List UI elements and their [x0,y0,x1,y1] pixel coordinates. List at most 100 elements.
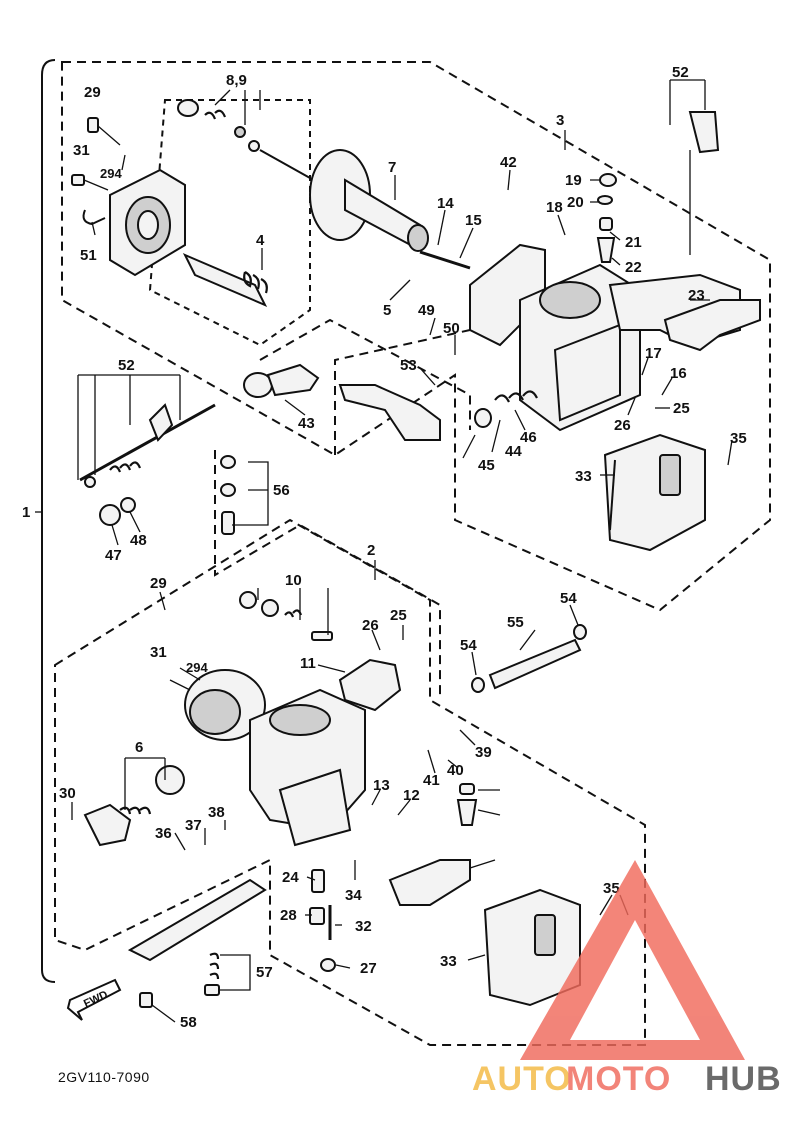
callout-44: 44 [505,443,522,460]
fuel-valve-set-lower [456,783,478,826]
forward-arrow: FWD [66,978,122,1021]
sub-link-outline [334,329,471,455]
callout-34: 34 [345,887,362,904]
callout-11: 11 [300,655,316,672]
callout-22-upper: 22 [625,259,642,276]
callout-13: 13 [373,777,390,794]
callout-24: 24 [282,869,299,886]
callout-14: 14 [437,195,454,212]
callout-40: 40 [447,762,464,779]
linkage-outline [259,318,471,430]
clamp-52-upper [688,111,720,255]
callout-30: 30 [59,785,76,802]
callout-3: 3 [556,112,564,129]
callout-5: 5 [383,302,391,319]
callout-35-upper: 35 [730,430,747,447]
callout-26-lower: 26 [362,617,379,634]
base-bracket [127,878,267,962]
spring-4 [182,253,268,307]
diagram-reference-code: 2GV110-7090 [58,1069,150,1085]
callout-48: 48 [130,532,147,549]
callout-28: 28 [280,907,297,924]
callout-2: 2 [367,542,375,559]
callout-33-upper: 33 [575,468,592,485]
callout-15: 15 [465,212,482,229]
watermark-triangle-logo [520,860,745,1060]
jet-needle-set [177,99,311,179]
link-lever-23-upper [663,299,761,352]
callouts: 1 2 3 4 5 6 7 8,9 10 11 12 13 14 15 16 1… [22,64,747,1031]
spring-44-46 [474,390,538,428]
callout-54-right: 54 [560,590,577,607]
choke-lever-43 [243,363,320,398]
cover-set-outline [148,99,311,347]
callout-45: 45 [478,457,495,474]
callout-32: 32 [355,918,372,935]
callout-27: 27 [360,960,377,977]
callout-6: 6 [135,739,143,756]
callout-10: 10 [285,572,302,589]
assembly-bracket [41,59,56,983]
callout-54-left: 54 [460,637,477,654]
callout-52-upper: 52 [672,64,689,81]
callout-1: 1 [22,504,30,521]
watermark-word-auto: AUTO [472,1060,572,1098]
fuel-valve-set-upper [596,173,617,263]
callout-41: 41 [423,772,440,789]
callout-7: 7 [388,159,396,176]
automotohub-watermark: AUTO MOTO HUB [472,860,782,1098]
link-lever-23-lower [388,859,471,906]
callout-25-lower: 25 [390,607,407,624]
bracket-53 [338,384,441,441]
diaphragm-cover-upper [109,168,186,277]
callout-294-lower: 294 [186,660,208,675]
clip-51 [82,209,106,226]
callout-16: 16 [670,365,687,382]
callout-58: 58 [180,1014,197,1031]
screw-set-57 [204,952,220,996]
cap-30 [83,803,132,847]
callout-42: 42 [500,154,517,171]
fuel-pipe-55 [471,624,587,693]
callout-29-upper: 29 [84,84,101,101]
jet-set-10 [239,591,333,641]
callout-31-upper: 31 [73,142,90,159]
callout-294-upper: 294 [100,166,122,181]
callout-33-lower: 33 [440,953,457,970]
plate-11 [338,658,402,712]
callout-12: 12 [403,787,420,804]
callout-49: 49 [418,302,435,319]
link-group-outline [214,450,441,700]
screw-29-upper [87,117,121,146]
float-bowl-33-upper [603,433,706,552]
callout-18: 18 [546,199,563,216]
callout-52-left: 52 [118,357,135,374]
upper-group-outline [61,61,771,612]
callout-26-upper: 26 [614,417,631,434]
callout-51: 51 [80,247,97,264]
float-bowl-33-lower [483,888,581,1007]
callout-56: 56 [273,482,290,499]
callout-43: 43 [298,415,315,432]
bolt-set-24-28-32 [309,869,332,940]
carburetor-body-lower [249,688,366,847]
washer-47-48 [99,497,136,526]
callout-57: 57 [256,964,273,981]
callout-23-upper: 23 [688,287,705,304]
callout-21-upper: 21 [625,234,642,251]
callout-4: 4 [256,232,265,249]
callout-39: 39 [475,744,492,761]
diaphragm-cover-lower [184,669,266,741]
callout-31-lower: 31 [150,644,167,661]
callout-46: 46 [520,429,537,446]
callout-17: 17 [645,345,662,362]
callout-29-lower: 29 [150,575,167,592]
callout-36: 36 [155,825,172,842]
callout-50: 50 [443,320,460,337]
callout-55: 55 [507,614,524,631]
watermark-word-hub: HUB [705,1060,782,1098]
callout-8-9: 8,9 [226,72,247,89]
throttle-shaft-52 [79,403,216,488]
screw-31-upper [71,174,109,191]
